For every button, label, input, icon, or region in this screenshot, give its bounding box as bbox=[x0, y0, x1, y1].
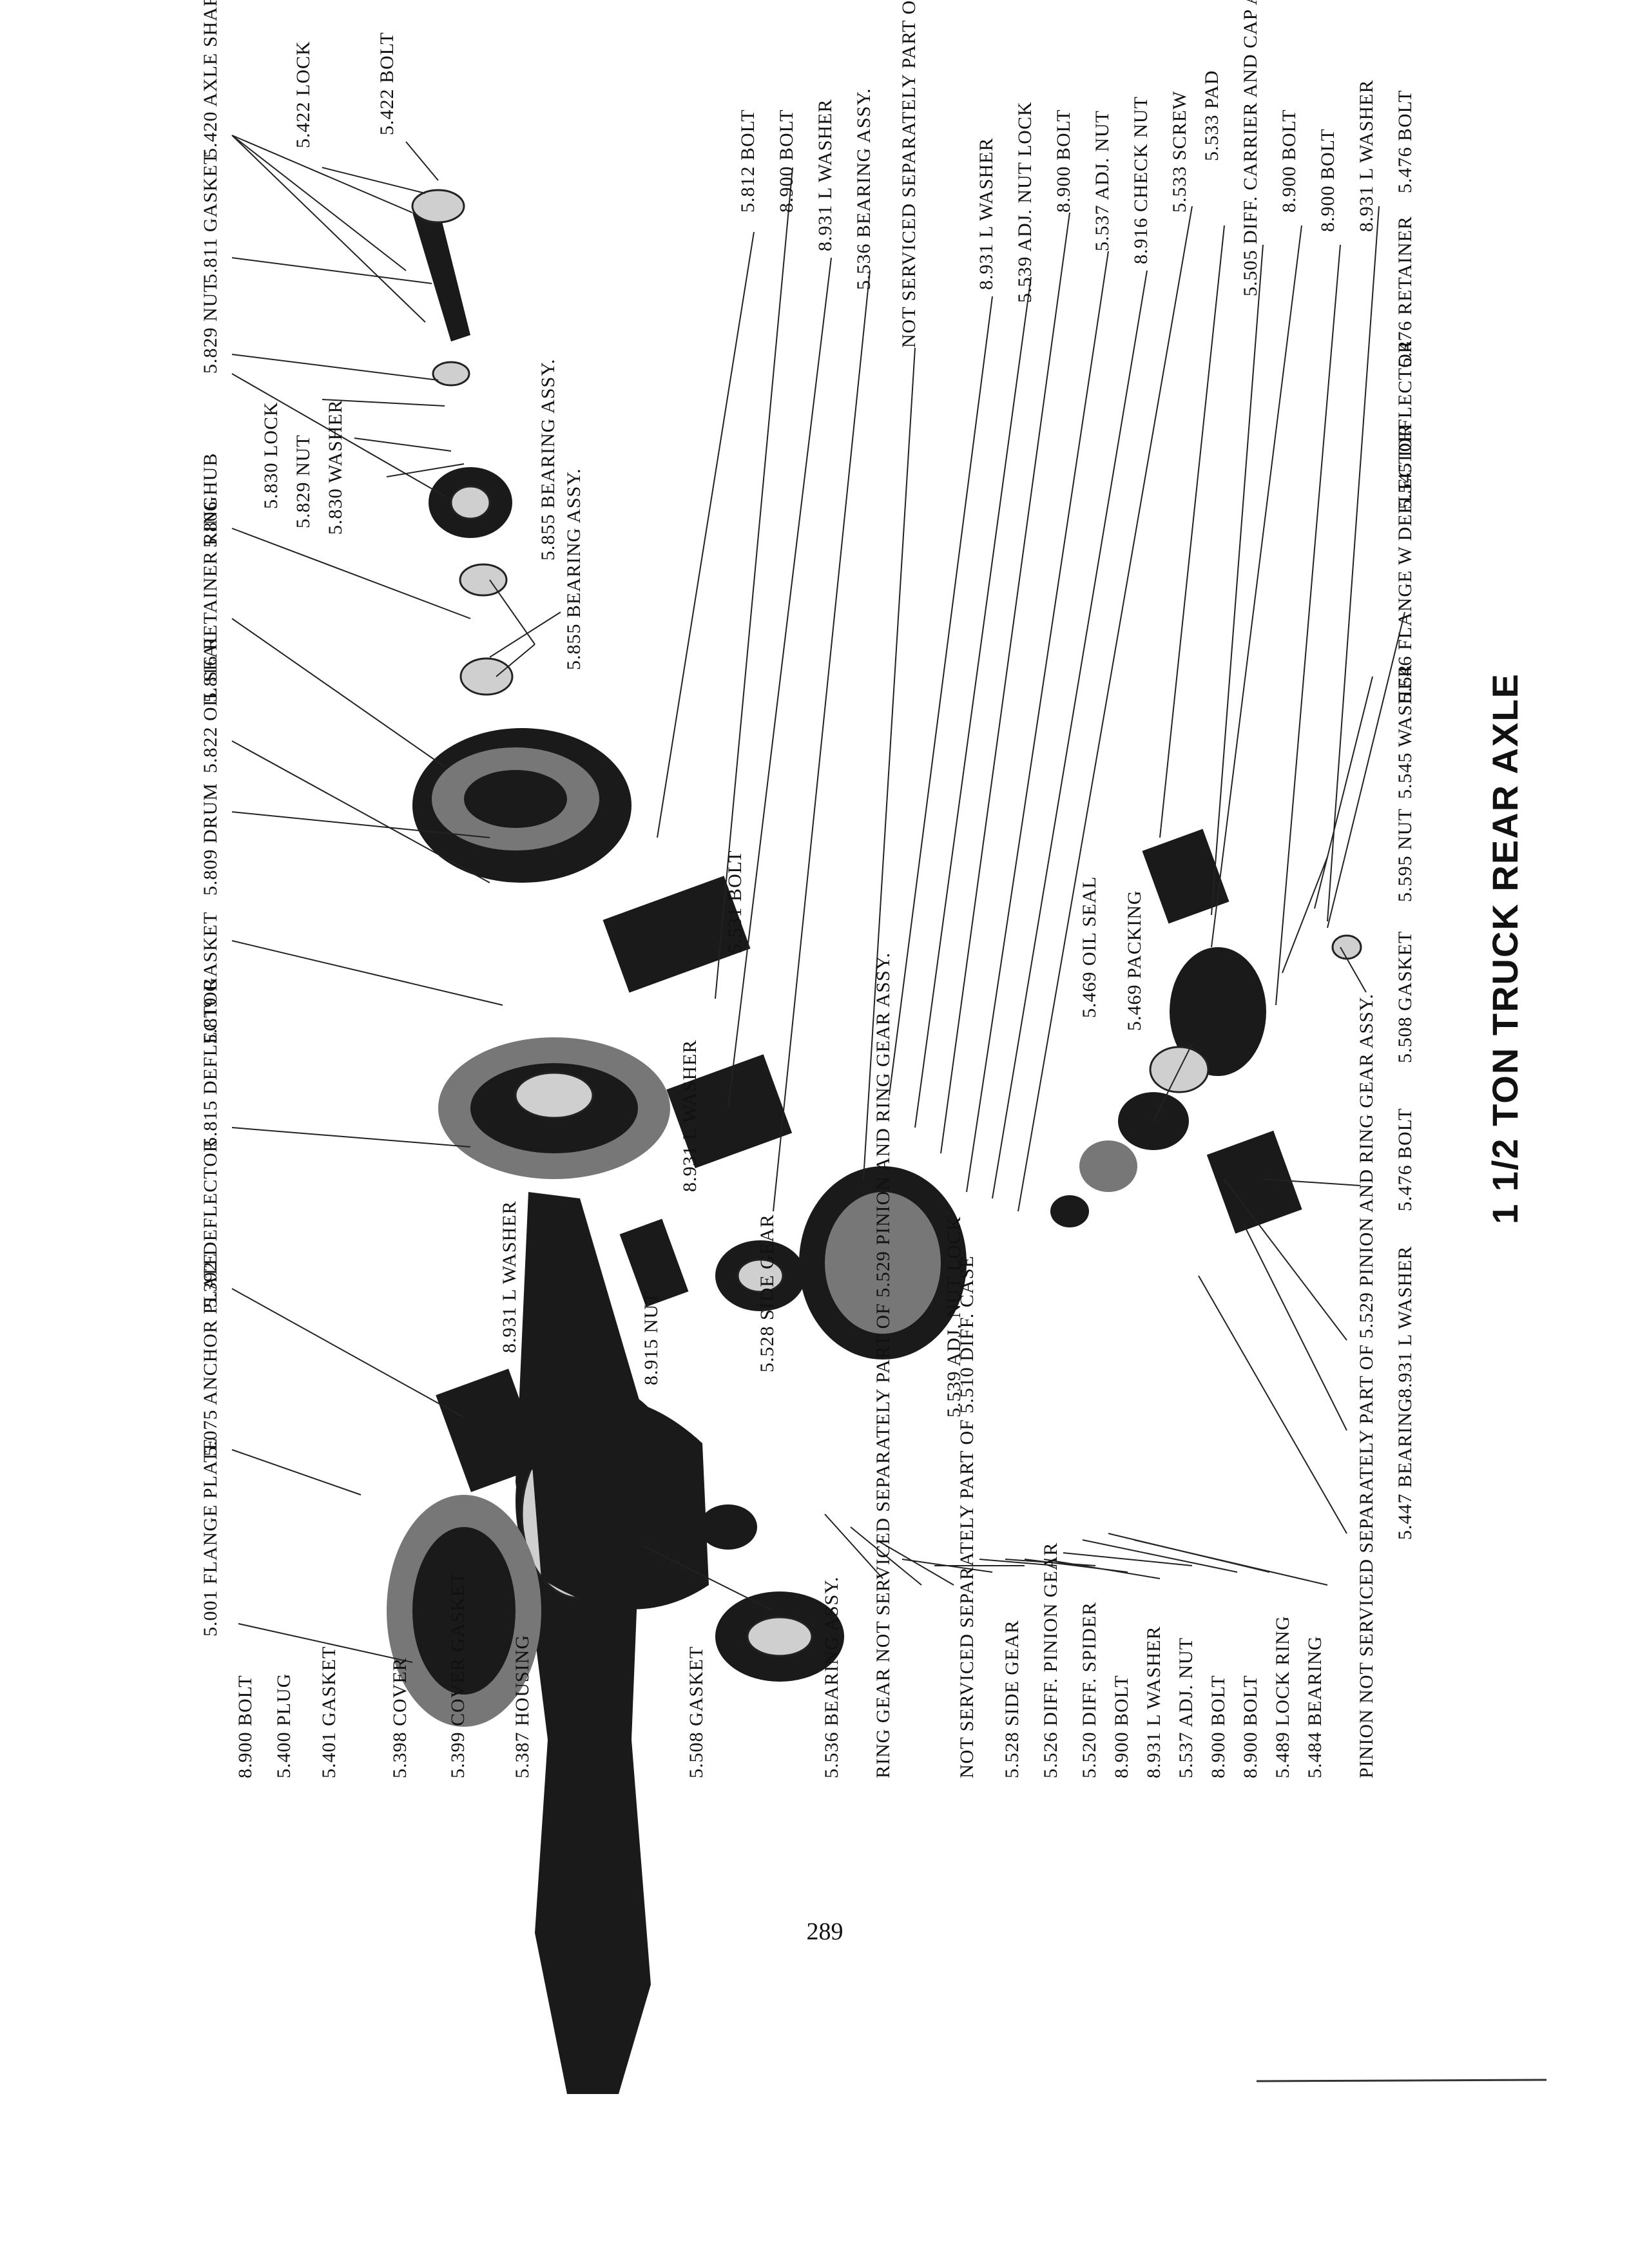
part-label: 5.392 DEFLECTOR bbox=[200, 1139, 221, 1308]
backing-plate-illustration bbox=[438, 1037, 670, 1179]
part-label: 5.546 FLANGE W DEFLECTOR bbox=[1394, 424, 1416, 702]
part-label: 5.545 DEFLECTOR bbox=[1394, 340, 1416, 509]
bolt-sets-illustration bbox=[436, 829, 1302, 1492]
ring-gear-illustration bbox=[699, 1504, 844, 1682]
part-label: 5.809 DRUM bbox=[200, 783, 221, 896]
part-label: 5.398 COVER bbox=[389, 1657, 410, 1778]
part-label: 5.812 BOLT bbox=[737, 109, 758, 213]
part-label: 5.401 GASKET bbox=[318, 1646, 340, 1778]
part-label: 5.822 OIL SEAL bbox=[200, 631, 221, 773]
labels-bottom-row: 8.900 BOLT 5.400 PLUG 5.401 GASKET 5.398… bbox=[235, 952, 1377, 1778]
part-label: 5.531 BOLT bbox=[724, 850, 746, 954]
part-label: 5.536 BEARING ASSY. bbox=[821, 1576, 842, 1778]
part-label: 5.855 BEARING ASSY. bbox=[563, 468, 584, 670]
part-label: 5.829 NUT bbox=[200, 280, 221, 374]
scan-artifact-line bbox=[1256, 2079, 1547, 2082]
part-label: 5.508 GASKET bbox=[686, 1646, 707, 1778]
labels-hub-area: 5.422 LOCK 5.422 BOLT 5.830 LOCK 5.829 N… bbox=[260, 32, 584, 670]
part-label: 5.075 ANCHOR PLATE bbox=[200, 1253, 221, 1456]
part-label: 5.422 BOLT bbox=[376, 32, 398, 135]
page-title: 1 1/2 TON TRUCK REAR AXLE bbox=[1485, 673, 1525, 1224]
part-label: 5.545 WASHER bbox=[1394, 664, 1416, 799]
part-label: 8.900 BOLT bbox=[1278, 109, 1300, 213]
part-label: 8.900 BOLT bbox=[1208, 1675, 1229, 1778]
labels-right-column: 5.812 BOLT 8.900 BOLT 8.931 L WASHER 5.5… bbox=[737, 0, 1416, 348]
part-label: 5.830 WASHER bbox=[325, 399, 346, 535]
part-label: 5.830 LOCK bbox=[260, 401, 282, 509]
part-label: 5.476 BOLT bbox=[1394, 90, 1416, 193]
part-label: 8.900 BOLT bbox=[1240, 1675, 1261, 1778]
part-label: 5.476 BOLT bbox=[1394, 1108, 1416, 1211]
part-label: 5.819 GASKET bbox=[200, 912, 221, 1044]
part-label: 5.595 NUT bbox=[1394, 808, 1416, 902]
part-label: 8.931 L WASHER bbox=[976, 137, 997, 290]
hub-illustration bbox=[429, 467, 514, 696]
part-label: NOT SERVICED SEPARATELY PART OF 5.510 DI… bbox=[898, 0, 920, 348]
part-label: 8.915 NUT bbox=[641, 1291, 662, 1385]
part-label: 5.815 DEFLECTOR bbox=[200, 977, 221, 1147]
part-label: 5.422 LOCK bbox=[293, 41, 314, 148]
part-label: 5.387 HOUSING bbox=[512, 1635, 533, 1778]
part-label: 8.931 L WASHER bbox=[1356, 79, 1377, 232]
pinion-cage-illustration bbox=[1050, 934, 1362, 1227]
part-label: 5.528 SIDE GEAR bbox=[757, 1214, 778, 1372]
part-label: 5.536 BEARING ASSY. bbox=[853, 88, 874, 290]
part-label: 5.533 PAD bbox=[1201, 70, 1222, 161]
labels-top-row: 5.001 FLANGE PLATE 5.075 ANCHOR PLATE 5.… bbox=[200, 0, 221, 1637]
part-label: 5.528 SIDE GEAR bbox=[1001, 1620, 1023, 1778]
part-label: 8.900 BOLT bbox=[1053, 109, 1074, 213]
part-label: 5.537 ADJ. NUT bbox=[1092, 110, 1113, 251]
part-label: 8.900 BOLT bbox=[1317, 128, 1338, 232]
part-label: 5.469 PACKING bbox=[1124, 890, 1145, 1031]
part-label: 5.420 AXLE SHAFT bbox=[200, 0, 221, 158]
part-label: NOT SERVICED SEPARATELY PART OF 5.510 DI… bbox=[956, 1255, 978, 1778]
leader-lines bbox=[231, 135, 1405, 1663]
part-label: 5.469 OIL SEAL bbox=[1079, 876, 1100, 1018]
part-label: 8.931 L WASHER bbox=[499, 1200, 520, 1353]
part-label: 8.900 BOLT bbox=[235, 1675, 256, 1778]
part-label: 8.900 BOLT bbox=[776, 109, 797, 213]
part-label: 5.520 DIFF. SPIDER bbox=[1079, 1602, 1100, 1778]
part-label: 5.806 HUB bbox=[200, 453, 221, 548]
part-label: 8.931 L WASHER bbox=[1394, 1245, 1416, 1398]
part-label: 5.400 PLUG bbox=[273, 1673, 294, 1778]
part-label: 8.900 BOLT bbox=[1111, 1675, 1132, 1778]
part-label: 5.811 GASKET bbox=[200, 152, 221, 284]
part-label: 5.539 ADJ. NUT LOCK bbox=[1014, 101, 1036, 303]
part-label: 5.539 ADJ. NUT LOCK bbox=[943, 1216, 965, 1418]
axle-housing-illustration bbox=[516, 1192, 709, 2094]
differential-carrier-illustration bbox=[715, 1166, 967, 1360]
part-label: 5.526 DIFF. PINION GEAR bbox=[1040, 1542, 1061, 1778]
part-label: 5.855 BEARING ASSY. bbox=[537, 358, 559, 561]
part-label: PINION NOT SERVICED SEPARATELY PART OF 5… bbox=[1356, 994, 1377, 1778]
part-label: 8.931 L WASHER bbox=[679, 1039, 700, 1192]
part-label: 8.931 L WASHER bbox=[1143, 1626, 1164, 1778]
part-label: 8.931 L WASHER bbox=[815, 99, 836, 251]
part-label: 5.816 RETAINER RING bbox=[200, 495, 221, 702]
part-label: 5.001 FLANGE PLATE bbox=[200, 1437, 221, 1637]
part-label: 5.484 BEARING bbox=[1304, 1636, 1325, 1778]
brake-drum-illustration bbox=[412, 728, 631, 883]
axle-shaft-illustration bbox=[411, 189, 470, 387]
part-label: 5.829 NUT bbox=[293, 434, 314, 528]
page-number: 289 bbox=[807, 1918, 843, 1945]
part-label: 8.916 CHECK NUT bbox=[1130, 96, 1152, 264]
part-label: 5.505 DIFF. CARRIER AND CAP ASSY. bbox=[1240, 0, 1261, 296]
part-label: 5.476 RETAINER bbox=[1394, 216, 1416, 367]
cover-illustration bbox=[387, 1495, 541, 1727]
part-label: 5.447 BEARING bbox=[1394, 1398, 1416, 1540]
part-label: 5.537 ADJ. NUT bbox=[1175, 1637, 1197, 1778]
part-label: 5.533 SCREW bbox=[1169, 91, 1190, 213]
labels-right-lower: 5.476 RETAINER 5.545 DEFLECTOR 5.546 FLA… bbox=[1394, 216, 1416, 1540]
part-label: 5.489 LOCK RING bbox=[1272, 1616, 1293, 1779]
part-label: 5.399 COVER GASKET bbox=[447, 1571, 468, 1778]
labels-middle: 8.931 L WASHER 8.931 L WASHER 5.531 BOLT… bbox=[499, 850, 1145, 1418]
part-label: 5.508 GASKET bbox=[1394, 931, 1416, 1063]
part-label: RING GEAR NOT SERVICED SEPARATELY PART O… bbox=[872, 952, 894, 1778]
